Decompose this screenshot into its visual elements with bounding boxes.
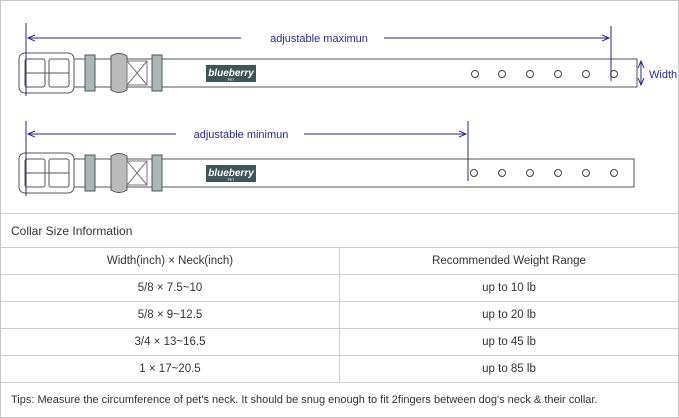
header-size: Width(inch) × Neck(inch) — [1, 247, 340, 275]
collar-minimum: blueberry PET adjustable minimun — [18, 121, 635, 196]
size-cell: 5/8 × 9~12.5 — [1, 301, 340, 329]
size-cell: 3/4 × 13~16.5 — [1, 328, 340, 356]
brand-logo: blueberry — [208, 68, 254, 79]
width-label: Width — [649, 69, 677, 81]
weight-cell: up to 20 lb — [339, 301, 678, 329]
brand-sub: PET — [228, 78, 236, 82]
header-weight: Recommended Weight Range — [339, 247, 678, 275]
collar-diagram: blueberry PET adjustable maximun Width b… — [18, 23, 677, 196]
table-title: Collar Size Information — [1, 213, 678, 248]
weight-cell: up to 10 lb — [339, 274, 678, 302]
tips-text: Tips: Measure the circumference of pet's… — [1, 382, 678, 416]
weight-cell: up to 45 lb — [339, 328, 678, 356]
max-label: adjustable maximun — [270, 33, 368, 45]
min-label: adjustable minimun — [194, 129, 289, 141]
collar-maximum: blueberry PET adjustable maximun Width — [18, 23, 677, 96]
table-header: Width(inch) × Neck(inch) Recommended Wei… — [1, 247, 678, 275]
weight-cell: up to 85 lb — [339, 355, 678, 383]
brand-logo: blueberry — [208, 168, 254, 179]
size-cell: 5/8 × 7.5~10 — [1, 274, 340, 302]
brand-sub: PET — [228, 178, 236, 182]
size-cell: 1 × 17~20.5 — [1, 355, 340, 383]
size-table: Collar Size Information Width(inch) × Ne… — [1, 213, 678, 416]
